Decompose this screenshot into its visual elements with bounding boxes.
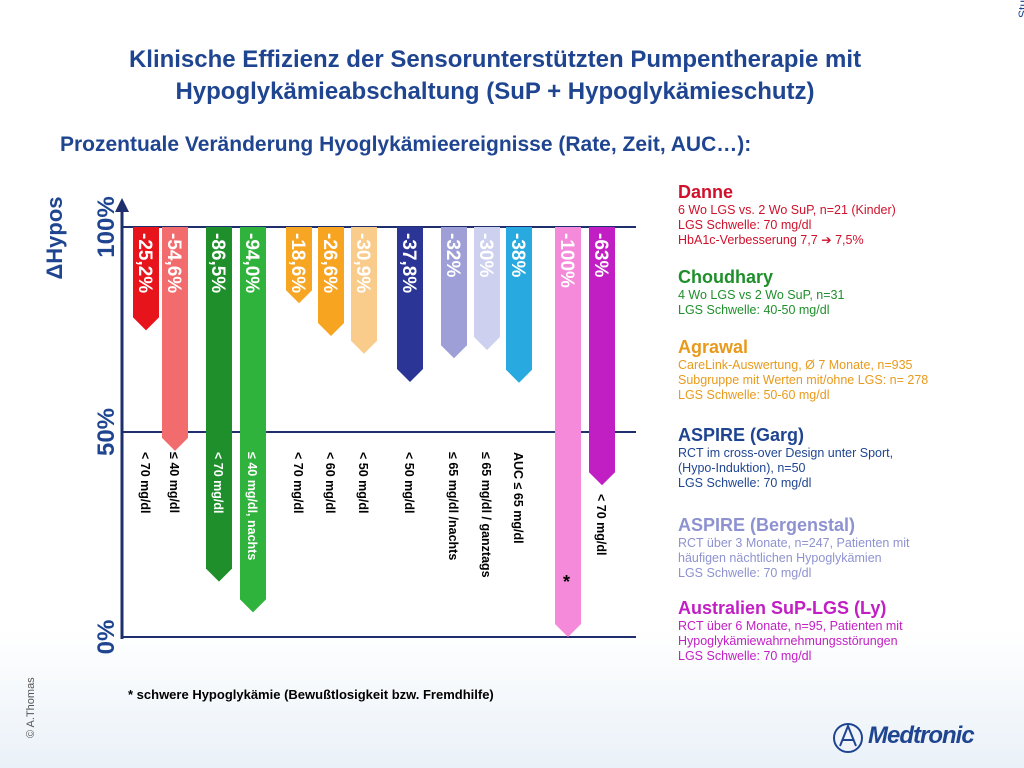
study-detail-line: Subgruppe mit Werten mit/ohne LGS: n= 27…: [678, 373, 929, 387]
logo-emblem-icon: [833, 723, 863, 753]
study-detail-line: LGS Schwelle: 70 mg/dl: [678, 218, 812, 232]
study-entry: Australien SuP-LGS (Ly)RCT über 6 Monate…: [678, 598, 903, 664]
bar-value-label: -86,5%: [207, 233, 228, 293]
bar: [351, 227, 377, 354]
bar-value-label: -32%: [442, 233, 463, 277]
y-tick-label: 100%: [93, 196, 120, 257]
study-detail-line: LGS Schwelle: 70 mg/dl: [678, 566, 812, 580]
bar-value-label: -38%: [507, 233, 528, 277]
bar: [286, 227, 312, 304]
study-name: Agrawal: [678, 337, 749, 357]
study-detail-line: Hypoglykämiewahrnehmungsstörungen: [678, 634, 898, 648]
y-axis-title: ΔHypos: [42, 196, 67, 279]
bar: [206, 227, 232, 582]
title-line-1: Klinische Effizienz der Sensorunterstütz…: [128, 46, 862, 73]
bar-value-label: -18,6%: [287, 233, 308, 293]
bar: [240, 227, 266, 613]
y-tick-label: 0%: [93, 620, 120, 655]
bar-value-label: -30%: [475, 233, 496, 277]
study-detail-line: LGS Schwelle: 70 mg/dl: [678, 649, 812, 663]
study-detail-line: RCT im cross-over Design unter Sport,: [678, 446, 894, 460]
bar-value-label: -26,6%: [319, 233, 340, 293]
study-detail-line: LGS Schwelle: 70 mg/dl: [678, 476, 812, 490]
medtronic-logo: Medtronic: [828, 716, 1003, 760]
bar-value-label: -37,8%: [398, 233, 419, 293]
bar: [589, 227, 615, 486]
bar: [318, 227, 344, 337]
study-name: ASPIRE (Garg): [678, 425, 805, 445]
study-detail-line: 4 Wo LGS vs 2 Wo SuP, n=31: [678, 288, 845, 302]
slide-subtitle: Prozentuale Veränderung Hyoglykämieereig…: [60, 133, 752, 156]
footnote: * schwere Hypoglykämie (Bewußtlosigkeit …: [128, 687, 494, 702]
bar-value-label: -63%: [590, 233, 611, 277]
bar: [397, 227, 423, 382]
y-tick-label: 50%: [93, 408, 120, 456]
slide-title: Klinische Effizienz der Sensorunterstütz…: [40, 44, 950, 108]
study-detail-line: (Hypo-Induktion), n=50: [678, 461, 806, 475]
bar-category-label: < 70 mg/dl: [594, 494, 608, 555]
bar-value-label: -54,6%: [163, 233, 184, 293]
study-detail-line: CareLink-Auswertung, Ø 7 Monate, n=935: [678, 358, 913, 372]
bar-category-label: < 50 mg/dl: [356, 452, 370, 513]
bar-category-label: < 70 mg/dl: [138, 452, 152, 513]
bar-value-label: -94,0%: [241, 233, 262, 293]
bar-category-label: < 70 mg/dl: [211, 452, 225, 513]
logo-wordmark: Medtronic: [868, 722, 975, 749]
study-detail-line: HbA1c-Verbesserung 7,7 ➔ 7,5%: [678, 233, 864, 247]
bar: [162, 227, 188, 451]
bar-category-label: < 60 mg/dl: [323, 452, 337, 513]
bar: [555, 227, 581, 637]
title-line-2: Hypoglykämieabschaltung (SuP + Hypoglykä…: [175, 78, 815, 105]
bar: [474, 227, 500, 350]
bar-value-label: -25,2%: [134, 233, 155, 293]
study-name: Australien SuP-LGS (Ly): [678, 598, 887, 618]
study-detail-line: häufigen nächtlichen Hypoglykämien: [678, 551, 882, 565]
bar-category-label: < 70 mg/dl: [291, 452, 305, 513]
study-detail-line: RCT über 6 Monate, n=95, Patienten mit: [678, 619, 903, 633]
bar-category-label: < 50 mg/dl: [402, 452, 416, 513]
bar-category-label: ≤ 40 mg/dl, nachts: [245, 452, 259, 560]
bar-category-label: AUC ≤ 65 mg/dl: [511, 452, 525, 544]
study-name: Choudhary: [678, 267, 774, 287]
bar-category-label: ≤ 65 mg/dl / ganztags: [479, 452, 493, 578]
bar-category-label: ≤ 40 mg/dl: [167, 452, 181, 513]
study-detail-line: LGS Schwelle: 50-60 mg/dl: [678, 388, 830, 402]
bar: [506, 227, 532, 383]
y-axis-arrow: [115, 198, 129, 212]
bar-category-label: ≤ 65 mg/dl /nachts: [446, 452, 460, 560]
study-detail-line: LGS Schwelle: 40-50 mg/dl: [678, 303, 830, 317]
study-entry: ASPIRE (Garg)RCT im cross-over Design un…: [678, 425, 893, 491]
bar-note-marker: *: [563, 572, 570, 592]
study-entry: ASPIRE (Bergenstal)RCT über 3 Monate, n=…: [678, 515, 910, 581]
bar-value-label: -100%: [556, 233, 577, 288]
study-name: Danne: [678, 182, 734, 202]
study-detail-line: 6 Wo LGS vs. 2 Wo SuP, n=21 (Kinder): [678, 203, 896, 217]
study-detail-line: RCT über 3 Monate, n=247, Patienten mit: [678, 536, 910, 550]
bar: [441, 227, 467, 359]
bar-value-label: -30,9%: [352, 233, 373, 293]
bar: [133, 227, 159, 331]
study-name: ASPIRE (Bergenstal): [678, 515, 856, 535]
